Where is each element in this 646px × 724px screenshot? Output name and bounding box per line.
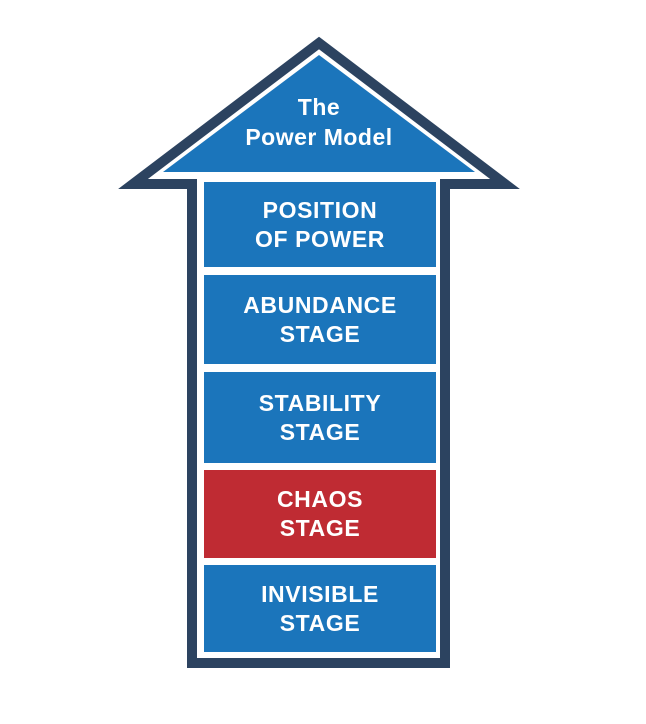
stage-box-chaos: CHAOS STAGE [204,470,436,558]
stage-label-line1: CHAOS [276,486,364,512]
stage-label-line2: STAGE [279,609,361,636]
stage-label-line1: ABUNDANCE [243,291,397,318]
stage-label-line1: INVISIBLE [261,580,379,607]
stage-label-line2: STAGE [279,515,361,541]
stage-label-line1: STABILITY [258,389,382,416]
diagram-title-line1: The [297,94,341,120]
diagram-title: The Power Model [189,92,449,152]
stage-box-position-of-power: POSITION OF POWER [204,182,436,267]
stage-label-line2: STAGE [279,418,361,445]
diagram-title-line2: Power Model [245,124,393,150]
stage-label-line2: STAGE [279,320,361,347]
stage-label-line1: POSITION [262,196,378,223]
stage-box-invisible: INVISIBLE STAGE [204,565,436,652]
stage-label-line2: OF POWER [254,225,386,252]
arrow-head-triangle [163,55,475,172]
stage-box-abundance: ABUNDANCE STAGE [204,275,436,364]
stage-box-stability: STABILITY STAGE [204,372,436,463]
